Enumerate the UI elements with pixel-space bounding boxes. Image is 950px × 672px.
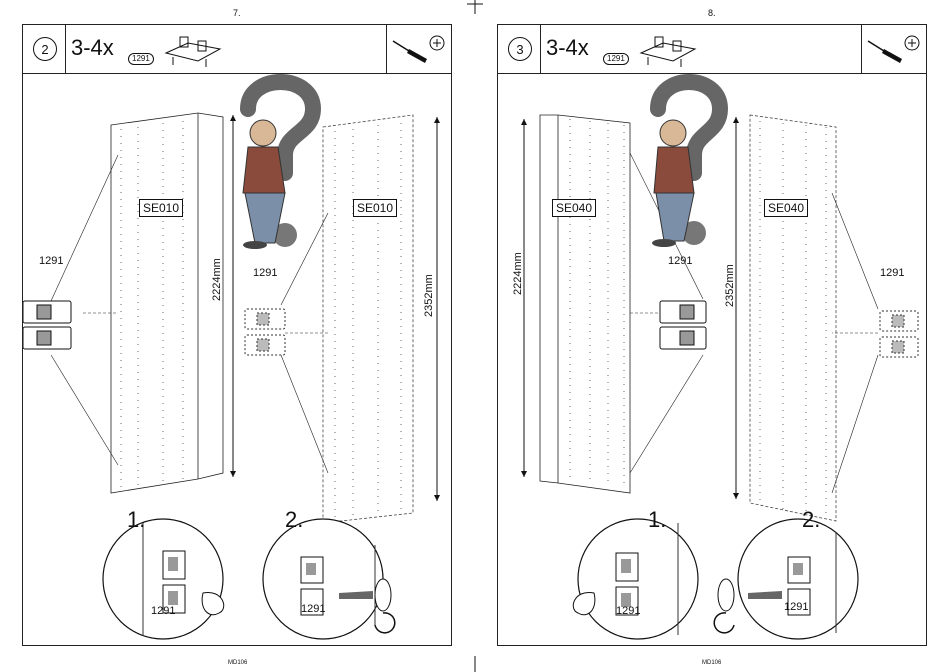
step-header: 2 3-4x 1291 xyxy=(23,25,451,74)
assembly-illustration xyxy=(23,73,453,645)
part-number-right: 1291 xyxy=(253,267,277,279)
part-number-right: 1291 xyxy=(880,267,904,279)
question-person-icon xyxy=(652,82,720,247)
phillips-screw-icon xyxy=(430,36,444,50)
back-panel-drawing xyxy=(733,115,836,521)
footer-code-left: MD106 xyxy=(228,660,247,666)
dimension-front: 2224mm xyxy=(512,252,524,295)
phillips-screw-icon xyxy=(905,36,919,50)
part-id-badge: 1291 xyxy=(603,53,629,65)
back-panel-drawing xyxy=(323,115,440,523)
detail-part-number-1: 1291 xyxy=(616,605,640,617)
tools-box xyxy=(386,25,451,73)
crop-marks xyxy=(465,0,485,672)
detail-part-number-2: 1291 xyxy=(301,603,325,615)
panel-label-back: SE010 xyxy=(353,199,397,217)
bracket-part-left xyxy=(660,301,706,349)
panel-label-front: SE010 xyxy=(139,199,183,217)
instruction-page-step-2: 2 3-4x 1291 xyxy=(22,24,452,646)
bracket-part-left xyxy=(23,301,71,349)
bracket-part-icon xyxy=(633,31,703,69)
part-number-left: 1291 xyxy=(39,255,63,267)
step-header: 3 3-4x 1291 xyxy=(498,25,926,74)
panel-label-back: SE040 xyxy=(764,199,808,217)
footer-code-right: MD106 xyxy=(702,660,721,666)
dimension-back: 2352mm xyxy=(423,274,435,317)
part-id-badge: 1291 xyxy=(128,53,154,65)
detail-circle-1 xyxy=(573,519,698,639)
screwdriver-icon xyxy=(393,41,427,63)
substep-2-label: 2. xyxy=(802,507,820,533)
tools-box xyxy=(861,25,926,73)
substep-1-label: 1. xyxy=(648,507,666,533)
page-number-left: 7. xyxy=(233,8,241,18)
step-number-badge: 2 xyxy=(33,37,57,61)
instruction-page-step-3: 3 3-4x 1291 xyxy=(497,24,927,646)
step-number-badge: 3 xyxy=(508,37,532,61)
detail-part-number-2: 1291 xyxy=(784,601,808,613)
detail-circle-2 xyxy=(714,519,858,639)
dimension-back: 2352mm xyxy=(724,264,736,307)
front-panel-drawing xyxy=(521,115,630,493)
panel-label-front: SE040 xyxy=(552,199,596,217)
bracket-part-right xyxy=(880,311,918,357)
bracket-part-icon xyxy=(158,31,228,69)
quantity-label: 3-4x xyxy=(71,35,114,61)
page-number-right: 8. xyxy=(708,8,716,18)
detail-circle-1 xyxy=(103,519,224,639)
dimension-front: 2224mm xyxy=(211,258,223,301)
front-panel-drawing xyxy=(111,113,236,493)
screwdriver-icon xyxy=(868,41,902,63)
detail-part-number-1: 1291 xyxy=(151,605,175,617)
assembly-illustration xyxy=(498,73,928,645)
detail-circle-2 xyxy=(263,519,395,639)
substep-2-label: 2. xyxy=(285,507,303,533)
bracket-part-right xyxy=(245,309,285,355)
substep-1-label: 1. xyxy=(127,507,145,533)
question-person-icon xyxy=(243,82,313,249)
part-number-left: 1291 xyxy=(668,255,692,267)
quantity-label: 3-4x xyxy=(546,35,589,61)
